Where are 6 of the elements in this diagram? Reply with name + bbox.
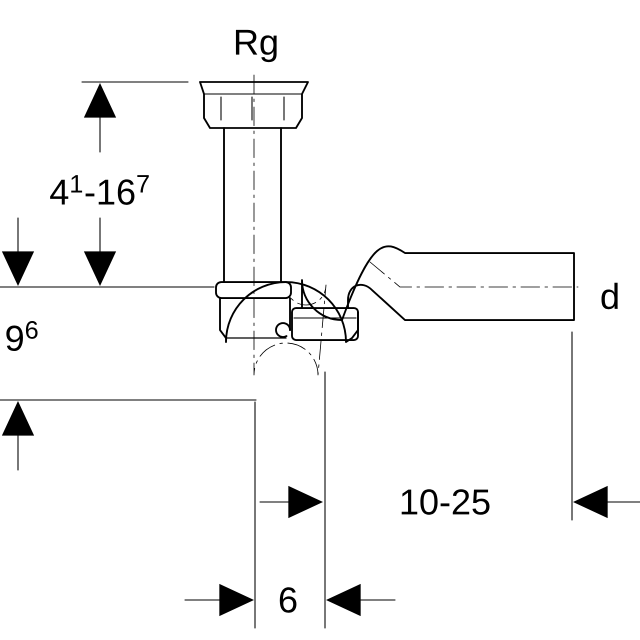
dimension-label: 4$^{1}$-16$^{7}$: [50, 175, 149, 205]
dimension-label: 10-25: [402, 489, 490, 515]
dimension-label: Rg: [236, 30, 277, 62]
dimension-label: d: [602, 282, 618, 310]
dimension-label: 6: [280, 587, 296, 613]
dimension-label: 9$^{6}$: [6, 321, 38, 351]
